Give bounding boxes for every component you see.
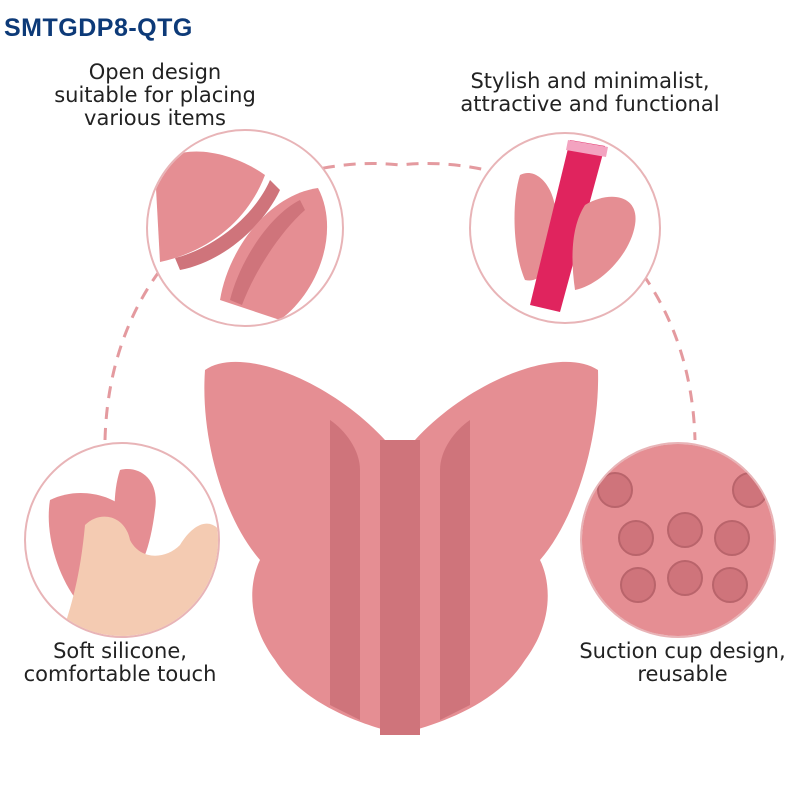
feature-caption-suction-cup: Suction cup design, reusable <box>579 639 786 686</box>
lipstick-tube-icon <box>530 140 605 312</box>
suction-cup-photo <box>580 442 776 638</box>
open-design-photo <box>146 129 344 327</box>
soft-silicone-photo <box>24 442 220 638</box>
feature-caption-open-design: Open design suitable for placing various… <box>54 60 256 130</box>
feature-caption-stylish: Stylish and minimalist, attractive and f… <box>460 69 720 116</box>
feature-caption-soft-silicone: Soft silicone, comfortable touch <box>23 639 217 686</box>
hand-icon <box>60 516 218 636</box>
product-sku: SMTGDP8-QTG <box>4 14 193 42</box>
stylish-photo <box>469 132 661 324</box>
butterfly-holder-icon <box>204 361 599 735</box>
suction-cup-icon <box>597 472 768 603</box>
